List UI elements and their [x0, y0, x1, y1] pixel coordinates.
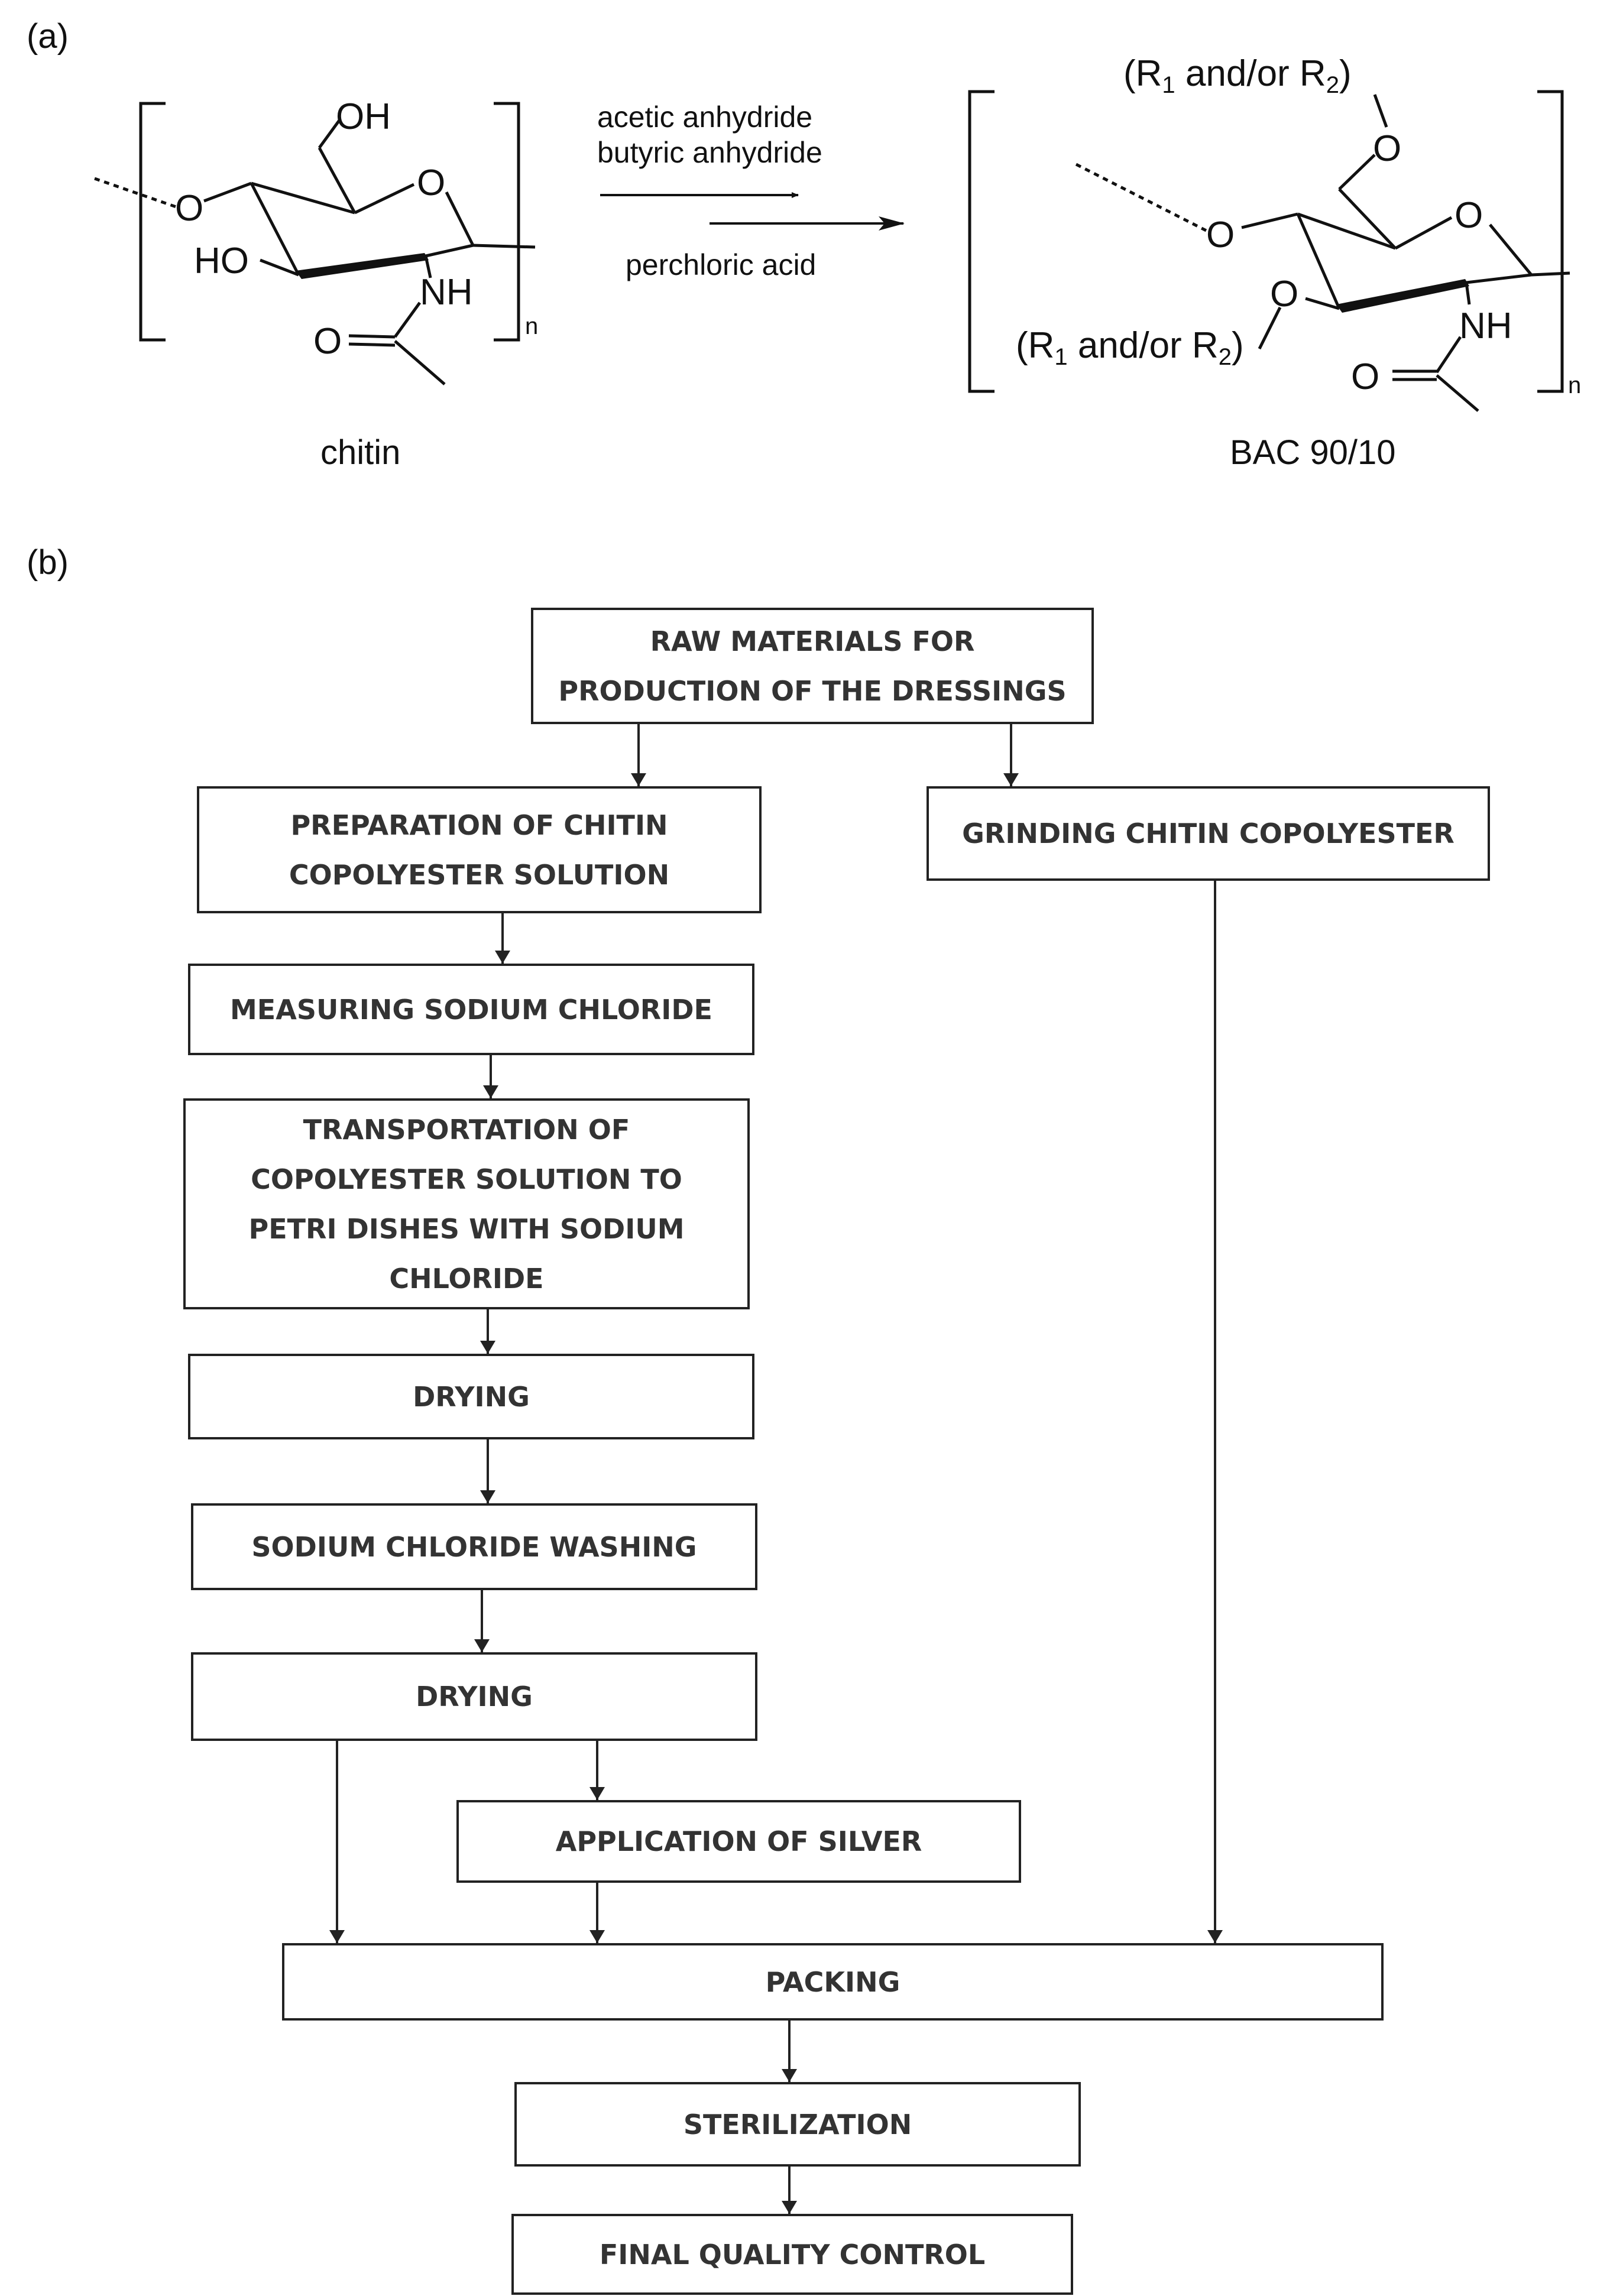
chitin-name: chitin — [320, 433, 400, 472]
bac-dashed-link — [1075, 163, 1207, 232]
bac-ring-o: O — [1455, 195, 1483, 236]
reaction-scheme: OH O O HO NH O n chitin acetic anhydride… — [94, 53, 1581, 472]
bac-co-o: O — [1351, 356, 1379, 397]
step-packing: PACKING — [282, 1943, 1384, 2021]
step-grinding: GRINDING CHITIN COPOLYESTER — [927, 786, 1490, 881]
panel-b-label: (b) — [27, 543, 69, 582]
step-drying-2: DRYING — [191, 1652, 757, 1741]
step-final-quality-control: FINAL QUALITY CONTROL — [511, 2214, 1073, 2295]
bac-c6-o: O — [1373, 128, 1401, 169]
chitin-co-o: O — [313, 321, 342, 362]
chitin-ring-o: O — [417, 163, 445, 203]
bac-structure — [968, 90, 1570, 412]
chitin-bracket-right — [494, 102, 520, 342]
panel-a-label: (a) — [27, 17, 69, 56]
bac-substituent-bottom: (R1 and/or R2) — [1016, 325, 1244, 370]
bac-substituent-top: (R1 and/or R2) — [1123, 53, 1352, 98]
bac-link-o: O — [1206, 215, 1235, 255]
bac-nh: NH — [1459, 306, 1512, 346]
bac-repeat-n: n — [1568, 372, 1581, 398]
chitin-repeat-n: n — [525, 313, 538, 339]
bac-bracket-left — [968, 90, 995, 393]
chitin-oh-top: OH — [336, 96, 391, 137]
step-sterilization: STERILIZATION — [514, 2082, 1081, 2167]
bac-bracket-right — [1537, 90, 1564, 393]
bac-name: BAC 90/10 — [1230, 433, 1396, 472]
chitin-link-o: O — [175, 188, 203, 229]
step-washing: SODIUM CHLORIDE WASHING — [191, 1503, 757, 1590]
chitin-ho: HO — [194, 241, 249, 281]
step-drying-1: DRYING — [188, 1354, 754, 1439]
chitin-bracket-left — [139, 102, 166, 342]
bac-c3-o: O — [1270, 274, 1298, 314]
chitin-structure — [94, 102, 536, 385]
catalyst-label: perchloric acid — [626, 248, 816, 281]
chitin-nh: NH — [420, 272, 473, 313]
step-measuring: MEASURING SODIUM CHLORIDE — [188, 964, 754, 1055]
reagent-line-1: acetic anhydride — [597, 100, 812, 134]
chitin-dashed-link — [94, 177, 177, 209]
reagent-line-2: butyric anhydride — [597, 136, 822, 169]
step-application-of-silver: APPLICATION OF SILVER — [456, 1800, 1021, 1883]
